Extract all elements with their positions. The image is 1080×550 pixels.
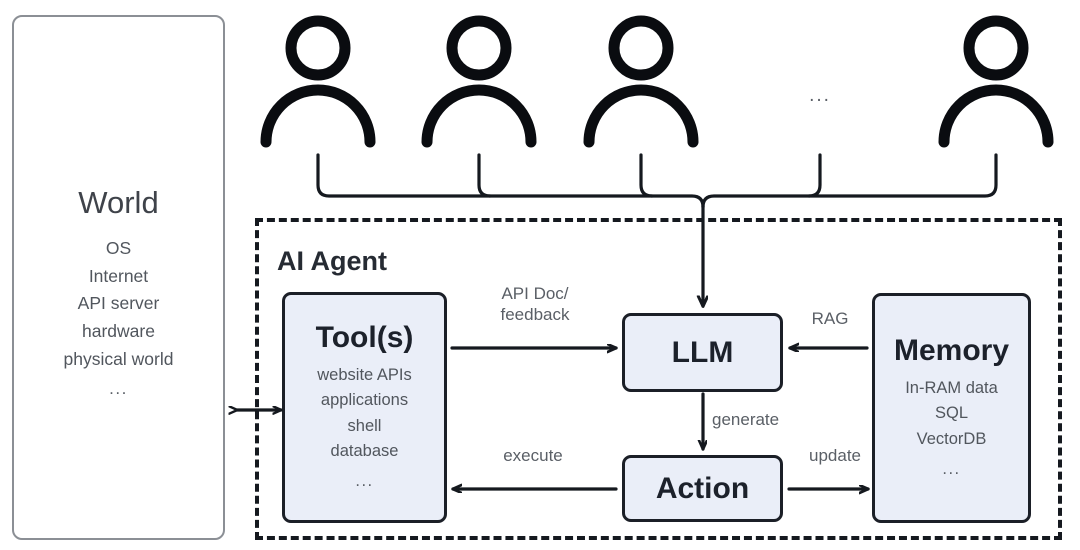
user-icon-3 (583, 15, 699, 148)
users-ellipsis: ... (809, 85, 831, 106)
memory-item-2: VectorDB (916, 430, 987, 448)
edge-label-tools-to-llm: API Doc/ feedback (500, 284, 570, 325)
user-icon-1 (260, 15, 376, 148)
ai-agent-boundary (255, 218, 1062, 540)
tools-ellipsis: ... (355, 471, 374, 490)
llm-node[interactable]: LLM (622, 313, 783, 392)
tools-item-0: website APIs (317, 365, 412, 384)
memory-item-0: In-RAM data (905, 378, 998, 397)
world-item-0: OS (105, 238, 132, 258)
tools-item-2: shell (347, 416, 382, 435)
world-item-4: physical world (63, 348, 174, 369)
edge-label-action-to-tools: execute (503, 446, 563, 465)
memory-ellipsis: ... (942, 459, 961, 478)
tools-item-3: database (330, 442, 399, 461)
action-title: Action (655, 471, 750, 505)
memory-item-1: SQL (934, 404, 969, 423)
world-panel: World OS Internet API server hardware ph… (12, 15, 225, 540)
world-item-2: API server (77, 293, 160, 314)
llm-title: LLM (671, 335, 734, 369)
memory-title: Memory (893, 333, 1010, 367)
world-ellipsis: ... (109, 379, 128, 399)
users-brace (316, 153, 998, 209)
tools-item-1: applications (320, 391, 409, 410)
edge-label-llm-to-action: generate (712, 410, 780, 429)
user-icon-2 (421, 15, 537, 148)
tools-title: Tool(s) (315, 320, 414, 354)
world-title: World (78, 185, 159, 220)
edge-label-action-to-memory: update (809, 446, 861, 465)
user-icon-4 (938, 15, 1054, 148)
ai-agent-title: AI Agent (277, 246, 387, 276)
world-item-1: Internet (88, 265, 149, 286)
edge-label-memory-to-llm: RAG (811, 309, 849, 328)
tools-node[interactable]: Tool(s) website APIs applications shell … (282, 292, 447, 523)
world-item-3: hardware (82, 320, 155, 341)
action-node[interactable]: Action (622, 455, 783, 522)
memory-node[interactable]: Memory In-RAM data SQL VectorDB ... (872, 293, 1031, 523)
